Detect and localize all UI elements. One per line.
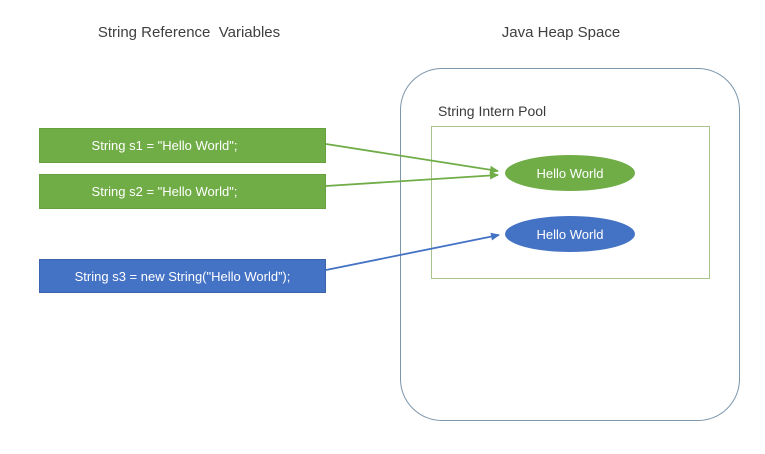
ref-box-s3-label: String s3 = new String("Hello World”); [74,268,291,284]
string-intern-pool-boundary [431,126,710,279]
string-intern-pool-label: String Intern Pool [438,103,547,119]
heap-string-object: Hello World [505,216,635,252]
right-column-title: Java Heap Space [501,24,621,41]
ref-box-s1: String s1 = "Hello World"; [39,128,326,163]
ref-box-s2-label: String s2 = "Hello World"; [91,184,238,199]
interned-string-object: Hello World [505,155,635,191]
left-column-title: String Reference Variables [97,24,281,41]
interned-string-object-label: Hello World [536,165,604,181]
ref-box-s3: String s3 = new String("Hello World”); [39,259,326,293]
ref-box-s1-label: String s1 = "Hello World"; [91,138,238,153]
heap-string-object-label: Hello World [536,226,604,242]
ref-box-s2: String s2 = "Hello World"; [39,174,326,209]
